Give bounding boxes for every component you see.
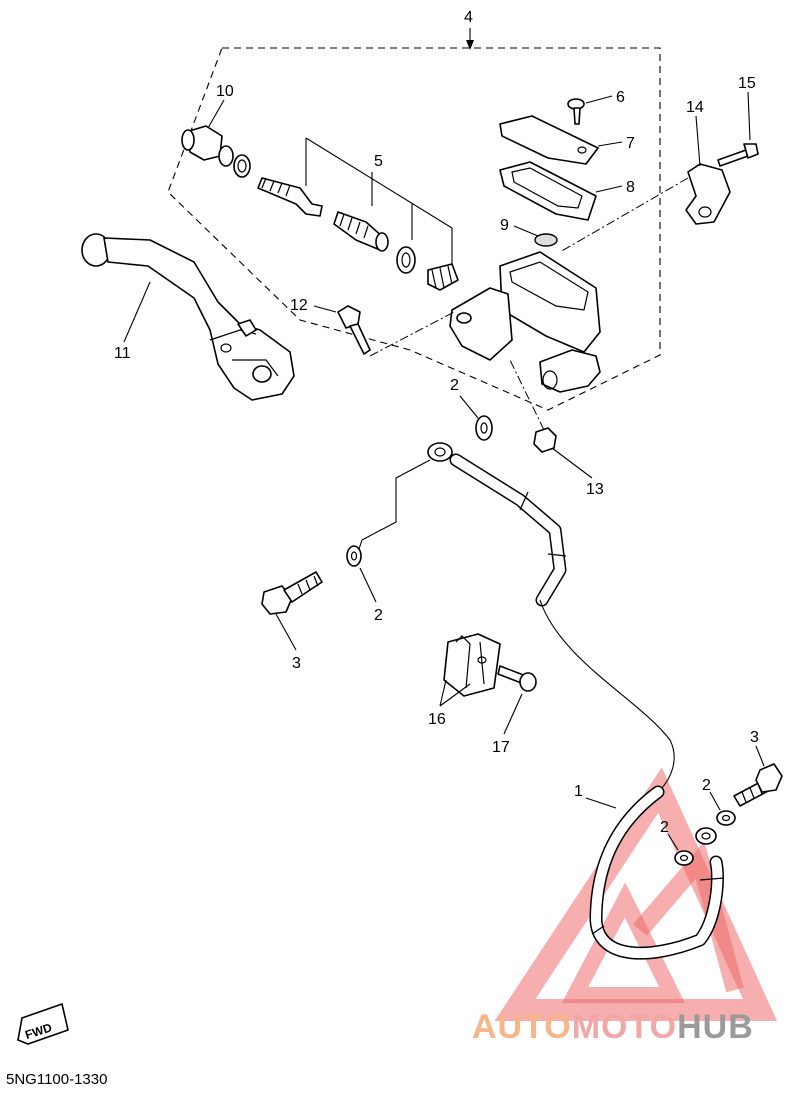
part-3-banjo-bolt-upper — [261, 571, 323, 615]
part-11-lever — [81, 233, 295, 401]
callout-1: 1 — [574, 783, 583, 800]
leader-2d — [667, 833, 679, 851]
part-17-bolt — [497, 665, 537, 692]
part-2-washer-lower-right-hole — [721, 814, 731, 822]
callout-3a: 3 — [292, 655, 301, 672]
callout-9: 9 — [500, 217, 509, 234]
leader-3b — [755, 745, 765, 767]
part-7-reservoir-cap — [499, 115, 599, 165]
dashdot-13 — [509, 359, 545, 431]
leader-3a — [275, 613, 297, 651]
part-13-nut — [533, 427, 557, 453]
part-6-screw — [567, 98, 585, 125]
leader-17 — [503, 693, 523, 735]
leader-7 — [597, 141, 623, 147]
part-2-washer-lower-right — [716, 810, 736, 826]
leader-9 — [513, 225, 539, 237]
watermark-text: AUTOMOTOHUB — [472, 1008, 754, 1046]
part-3-banjo-bolt-lower — [733, 763, 783, 807]
callout-16: 16 — [428, 711, 446, 728]
diagram-code: 5NG1100-1330 — [6, 1071, 107, 1088]
watermark-word-moto: MOTO — [572, 1008, 677, 1046]
part-master-cylinder-body — [449, 251, 601, 393]
callout-5: 5 — [374, 153, 383, 170]
callout-3b: 3 — [750, 729, 759, 746]
callout-2d: 2 — [660, 819, 669, 836]
part-2-washer-lower-left-hole — [679, 854, 689, 862]
part-10-dust-boot — [181, 125, 251, 178]
banjo-route-line — [357, 459, 431, 553]
callout-14: 14 — [686, 99, 704, 116]
callout-4: 4 — [464, 9, 473, 26]
callout-2c: 2 — [702, 777, 711, 794]
callout-15: 15 — [738, 75, 756, 92]
leader-12 — [313, 305, 337, 313]
part-2-washer-upper-hole — [480, 422, 488, 434]
part-12-pivot-bolt — [337, 305, 371, 355]
part-2-washer-upper — [475, 415, 493, 441]
part-8-diaphragm-plate — [499, 161, 597, 221]
callout-8: 8 — [626, 179, 635, 196]
leader-4-arrow — [466, 40, 474, 50]
part-14-hole — [698, 206, 712, 218]
callout-17: 17 — [492, 739, 510, 756]
part-9-float — [534, 233, 558, 247]
fwd-arrow: FWD — [17, 1002, 69, 1045]
part-8-diaphragm-inner — [511, 167, 583, 209]
callout-11: 11 — [114, 345, 131, 362]
part-7-hole — [577, 146, 587, 154]
leader-16 — [439, 679, 471, 707]
watermark-word-auto: AUTO — [472, 1008, 572, 1046]
callout-10: 10 — [216, 83, 234, 100]
leader-2a — [459, 395, 479, 419]
callout-2a: 2 — [450, 377, 459, 394]
leader-6 — [585, 95, 613, 104]
leader-1 — [585, 797, 617, 809]
watermark-triangle-cut — [633, 841, 744, 993]
part-16-hose-guide — [443, 633, 501, 697]
leader-8 — [595, 185, 623, 193]
leader-14 — [695, 115, 701, 167]
callout-12: 12 — [290, 297, 308, 314]
callout-6: 6 — [616, 89, 625, 106]
assembly-boundary-4 — [167, 47, 661, 411]
leader-2c — [709, 791, 721, 811]
leader-2b — [359, 567, 377, 603]
watermark-word-hub: HUB — [677, 1008, 754, 1046]
part-2-washer-mid-hole — [350, 551, 358, 561]
part-14-clamp — [685, 163, 731, 225]
callout-7: 7 — [626, 135, 635, 152]
fwd-arrow-icon — [17, 1002, 69, 1045]
callout-2b: 2 — [374, 607, 383, 624]
leader-15 — [747, 91, 751, 141]
leader-11 — [123, 281, 151, 343]
dashdot-14 — [559, 177, 689, 253]
dashdot-12 — [369, 311, 455, 357]
leader-13 — [551, 447, 593, 479]
part-2-washer-lower-left — [674, 850, 694, 866]
part-2-washer-mid — [346, 545, 362, 567]
leader-10 — [207, 99, 225, 129]
callout-13: 13 — [586, 481, 604, 498]
part-15-bolt — [717, 143, 759, 167]
part-1-hose — [427, 442, 725, 960]
part-5-cylinder-kit — [257, 137, 459, 291]
